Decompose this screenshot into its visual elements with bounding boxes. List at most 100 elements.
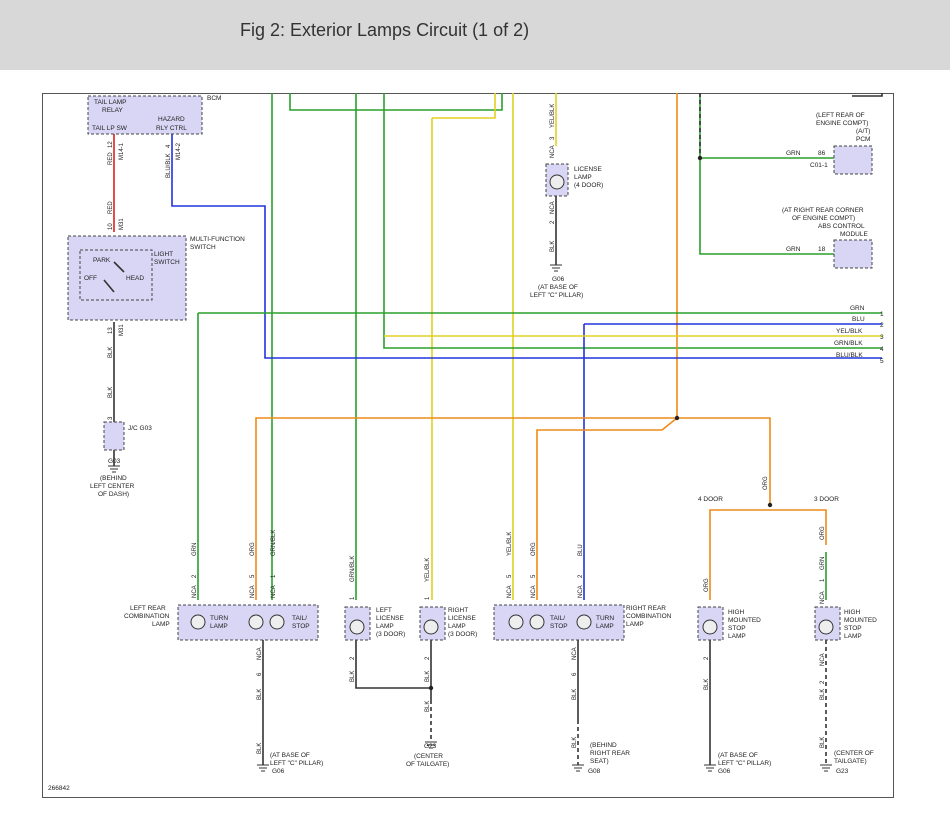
ground-symbol — [108, 264, 832, 772]
wire-org-right — [536, 417, 678, 600]
right-license-label: (3 DOOR) — [448, 631, 477, 638]
wire-label: BLK — [425, 671, 431, 682]
right-license-ground-loc: (CENTER — [414, 753, 443, 760]
four-door-label: 4 DOOR — [698, 496, 723, 503]
wire-grn-top — [289, 93, 503, 111]
hmsl-4door-label: MOUNTED — [728, 617, 761, 624]
wire-labels: RED 12 M14-1 BLU/BLK 4 M14-2 RED 10 M31 … — [108, 104, 826, 754]
bcm-relay-label: TAIL LAMP — [94, 99, 127, 106]
bus-num-1: 1 — [880, 311, 884, 318]
pcm-loc: PCM — [856, 136, 870, 143]
splice-dot — [697, 155, 703, 161]
wire-org-left — [255, 417, 677, 600]
pcm-loc: ENGINE COMPT) — [816, 120, 868, 127]
left-license-box — [344, 606, 371, 641]
wire-label: BLU/BLK — [166, 153, 172, 178]
wire-label: BLK — [704, 679, 710, 690]
wire-label: BLK — [257, 689, 263, 700]
wire-label: 5 — [250, 574, 256, 578]
hmsl-4door-label: LAMP — [728, 633, 746, 640]
wire-label: NCA — [820, 591, 826, 604]
wire-label: BLK — [820, 737, 826, 748]
bus-label-1: GRN — [850, 305, 865, 312]
hmsl-4door-label: STOP — [728, 625, 746, 632]
wire-label: 5 — [531, 574, 537, 578]
wire-label: NCA — [820, 653, 826, 666]
abs-loc: ABS CONTROL — [818, 223, 865, 230]
jc-ground-loc: (BEHIND — [100, 475, 127, 482]
hmsl-3door-label: HIGH — [844, 609, 861, 616]
wire-label: YEL/BLK — [425, 558, 431, 582]
wire-label: RED — [108, 201, 114, 214]
right-rear-ground-loc: (BEHIND — [590, 742, 617, 749]
splice-dot — [428, 685, 434, 691]
wire-label: 6 — [572, 672, 578, 676]
hmsl3-ground-loc: (CENTER OF — [834, 750, 874, 757]
wire-label: 2 — [425, 656, 431, 660]
right-license-label: LAMP — [448, 623, 466, 630]
wire-label: BLK — [425, 701, 431, 712]
wire-label: 2 — [820, 680, 826, 684]
wire-label: 1 — [820, 578, 826, 582]
left-license-label: LAMP — [376, 623, 394, 630]
wire-label: ORG — [820, 526, 826, 540]
wire-label: NCA — [578, 585, 584, 598]
wire-label: 2 — [550, 220, 556, 224]
wire-blublk — [171, 134, 882, 359]
wire-label: ORG — [250, 542, 256, 556]
wire-label: NCA — [550, 145, 556, 158]
bus-label-2: BLU — [852, 316, 865, 323]
wire-label: M14-1 — [119, 142, 125, 160]
wire-label: NCA — [507, 585, 513, 598]
wire-label: 1 — [350, 596, 356, 600]
bcm-tailsw-label: TAIL LP SW — [92, 125, 128, 132]
wire-label: 12 — [108, 141, 114, 148]
mfs-label: MULTI-FUNCTION — [190, 236, 245, 243]
hmsl-3door-label: LAMP — [844, 633, 862, 640]
right-tail-label: TAIL/ — [550, 615, 565, 622]
wire-label: BLK — [820, 689, 826, 700]
wire-label: BLK — [550, 241, 556, 252]
pcm-box — [833, 145, 873, 175]
wire-label: YEL/BLK — [550, 104, 556, 128]
wire-label: 13 — [108, 327, 114, 334]
wire-label: 10 — [108, 223, 114, 230]
hmsl-3door-label: MOUNTED — [844, 617, 877, 624]
wire-label: NCA — [572, 647, 578, 660]
splice-dot — [767, 502, 773, 508]
bus-num-4: 4 — [880, 346, 884, 353]
pcm-conn: C01-1 — [810, 162, 828, 169]
wire-label: NCA — [192, 585, 198, 598]
wire-label: 5 — [507, 574, 513, 578]
abs-loc: MODULE — [840, 231, 868, 238]
abs-loc: OF ENGINE COMPT) — [792, 215, 855, 222]
right-turn-label: TURN — [596, 615, 614, 622]
right-rear-ground: G08 — [588, 768, 601, 775]
light-switch-label: LIGHT — [154, 251, 173, 258]
wire-label: 3 — [550, 136, 556, 140]
wire-label: ORG — [763, 476, 769, 490]
pcm-loc: (A/T) — [856, 128, 870, 135]
wire-grn-abs — [699, 158, 834, 255]
pcm-loc: (LEFT REAR OF — [816, 112, 865, 119]
right-license-label: LICENSE — [448, 615, 476, 622]
hmsl-3door-label: STOP — [844, 625, 862, 632]
license-lamp-top-label: (4 DOOR) — [574, 182, 603, 189]
light-switch-inner — [79, 249, 153, 301]
wire-label: RED — [108, 152, 114, 165]
diagram-frame — [42, 93, 894, 798]
three-door-label: 3 DOOR — [814, 496, 839, 503]
left-turn-label: TURN — [210, 615, 228, 622]
wire-label: BLK — [108, 387, 114, 398]
left-license-label: LICENSE — [376, 615, 404, 622]
right-rear-comb-label: RIGHT REAR — [626, 605, 666, 612]
wire-label: NCA — [257, 647, 263, 660]
abs-box — [833, 239, 873, 269]
header-bar: Fig 2: Exterior Lamps Circuit (1 of 2) — [0, 0, 950, 70]
right-turn-label: LAMP — [596, 623, 614, 630]
right-license-ground: G23 — [424, 743, 437, 750]
pcm-wire: GRN — [786, 150, 801, 157]
hmsl4-ground: G06 — [718, 768, 731, 775]
wire-label: NCA — [271, 585, 277, 598]
